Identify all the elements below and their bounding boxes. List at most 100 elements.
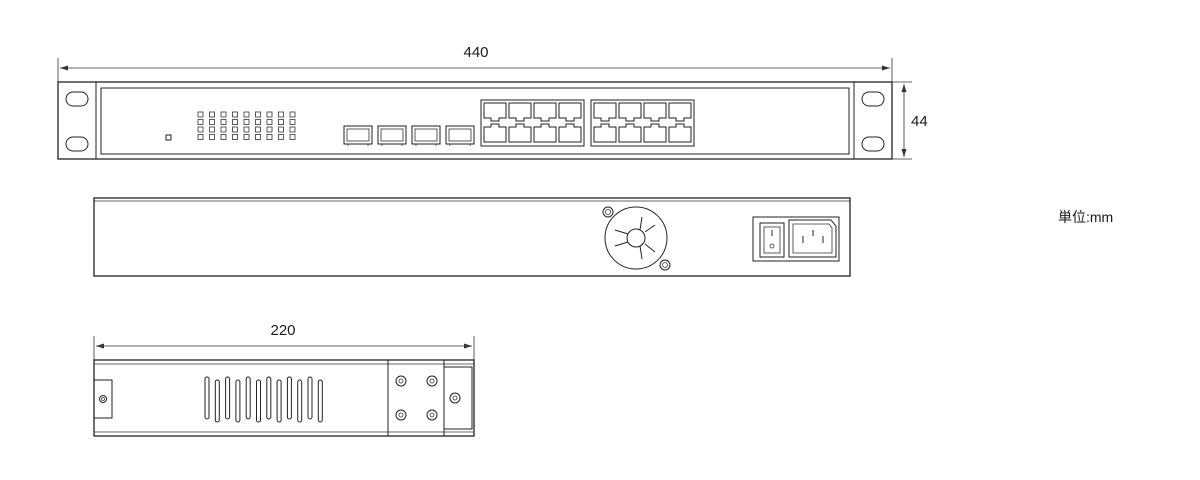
- screw-icon: [395, 409, 407, 421]
- rear-bracket: [93, 379, 113, 419]
- height-dimension: 44: [892, 81, 928, 160]
- status-led-icon: [209, 134, 215, 140]
- vent-slot: [307, 376, 313, 420]
- rj45-port-icon: [508, 123, 532, 143]
- status-led-matrix: [197, 111, 296, 140]
- width-dimension-label: 440: [463, 44, 488, 61]
- rj45-port-icon: [593, 102, 617, 122]
- status-led-icon: [278, 119, 284, 125]
- screw-icon: [99, 395, 107, 403]
- status-led-icon: [255, 126, 261, 133]
- vent-slot: [317, 379, 323, 423]
- sfp-port-group: [343, 125, 475, 146]
- screw-icon: [426, 409, 438, 421]
- sfp-port-icon: [343, 125, 373, 146]
- rj45-port-icon: [533, 102, 557, 122]
- rj45-port-icon: [618, 123, 642, 143]
- vent-slot: [276, 379, 282, 423]
- sfp-port-icon: [445, 125, 475, 146]
- power-module-outline: [752, 216, 840, 262]
- vent-slot: [214, 379, 220, 423]
- status-led-icon: [278, 111, 284, 118]
- sfp-port-icon: [377, 125, 407, 146]
- status-led-icon: [232, 111, 238, 118]
- front-view: [57, 81, 893, 160]
- power-led-icon: [165, 134, 172, 141]
- vent-slot: [256, 379, 261, 423]
- front-face: [100, 87, 850, 155]
- status-led-icon: [289, 134, 296, 140]
- vent-slot: [266, 376, 272, 420]
- status-led-icon: [266, 119, 273, 125]
- front-panel-outline: [57, 81, 893, 160]
- status-led-icon: [278, 134, 284, 140]
- status-led-icon: [255, 134, 261, 140]
- rj45-port-icon: [643, 123, 667, 143]
- screw-icon: [395, 375, 407, 387]
- bracket-screws: [395, 375, 461, 421]
- width-dimension: 440: [57, 44, 893, 82]
- vent-slots: [204, 376, 323, 423]
- power-switch-icon: [759, 222, 785, 258]
- rear-panel-outline: [93, 197, 851, 277]
- rj45-port-icon: [508, 102, 532, 122]
- vent-slot: [235, 379, 241, 423]
- rj45-port-icon: [668, 102, 692, 122]
- rear-view: [93, 197, 851, 277]
- status-led-icon: [289, 111, 296, 118]
- power-inlet-icon: [788, 219, 837, 258]
- status-led-icon: [278, 126, 284, 133]
- rj45-port-group: [480, 99, 695, 147]
- status-led-icon: [255, 119, 261, 125]
- status-led-icon: [197, 134, 204, 140]
- status-led-icon: [220, 111, 227, 118]
- vent-slot: [297, 379, 303, 423]
- status-led-icon: [289, 119, 296, 125]
- status-led-icon: [209, 111, 215, 118]
- fan-icon: [602, 206, 671, 271]
- rj45-port-icon: [643, 102, 667, 122]
- status-led-icon: [232, 119, 238, 125]
- status-led-icon: [232, 134, 238, 140]
- status-led-icon: [220, 126, 227, 133]
- status-led-icon: [220, 119, 227, 125]
- status-led-icon: [209, 119, 215, 125]
- rj45-port-icon: [668, 123, 692, 143]
- sfp-port-icon: [411, 125, 441, 146]
- status-led-icon: [243, 134, 250, 140]
- depth-dimension: 220: [93, 322, 475, 360]
- rj45-port-icon: [558, 102, 582, 122]
- vent-slot: [225, 376, 231, 420]
- vent-slot: [245, 376, 251, 420]
- rj45-port-icon: [558, 123, 582, 143]
- status-led-icon: [197, 119, 204, 125]
- vent-slot: [286, 376, 292, 420]
- status-led-icon: [209, 126, 215, 133]
- status-led-icon: [243, 111, 250, 118]
- ear-slot-icon: [65, 136, 89, 152]
- status-led-icon: [289, 126, 296, 133]
- status-led-icon: [232, 126, 238, 133]
- height-dimension-label: 44: [911, 113, 928, 130]
- screw-icon: [449, 392, 461, 404]
- screw-icon: [426, 375, 438, 387]
- status-led-icon: [266, 111, 273, 118]
- status-led-icon: [255, 111, 261, 118]
- side-panel-outline: [93, 359, 475, 437]
- status-led-icon: [266, 126, 273, 133]
- status-led-icon: [197, 111, 204, 118]
- status-led-icon: [220, 134, 227, 140]
- side-view: [93, 359, 475, 437]
- status-led-icon: [266, 134, 273, 140]
- ear-slot-icon: [861, 91, 885, 107]
- ear-bracket-flange: [443, 366, 473, 430]
- status-led-icon: [243, 126, 250, 133]
- unit-label: 単位:mm: [1058, 209, 1113, 225]
- status-led-icon: [197, 126, 204, 133]
- vent-slot: [204, 376, 210, 420]
- status-led-icon: [243, 119, 250, 125]
- rj45-port-icon: [618, 102, 642, 122]
- rj45-port-icon: [533, 123, 557, 143]
- ear-slot-icon: [65, 91, 89, 107]
